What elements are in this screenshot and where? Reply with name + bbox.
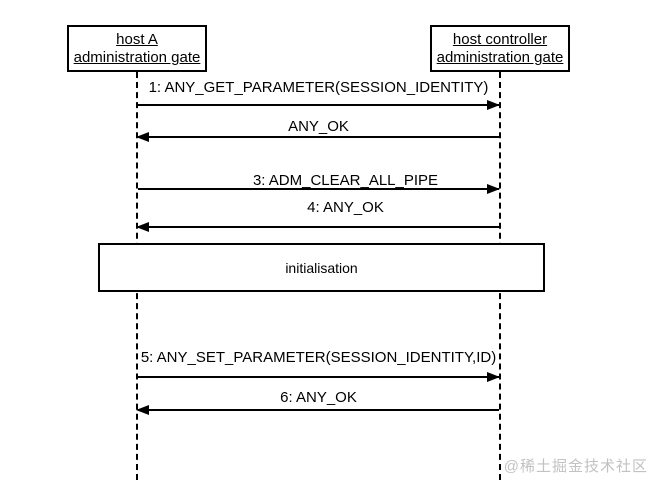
actor-host-controller-role: administration gate (436, 49, 564, 66)
message-2-arrowhead-icon (136, 132, 149, 142)
message-2-arrow (138, 136, 499, 138)
message-5-arrowhead-icon (487, 372, 500, 382)
watermark-text: @稀土掘金技术社区 (503, 458, 648, 475)
message-1-label: 1: ANY_GET_PARAMETER(SESSION_IDENTITY) (148, 79, 489, 96)
message-2-label: ANY_OK (288, 118, 349, 135)
message-1-arrow (138, 104, 499, 106)
actor-host-a-role: administration gate (73, 49, 201, 66)
actor-host-controller: host controller administration gate (430, 25, 570, 72)
actor-host-a-name: host A (116, 31, 158, 48)
message-6-label: 6: ANY_OK (280, 389, 357, 406)
message-3-arrowhead-icon (487, 184, 500, 194)
actor-host-a: host A administration gate (67, 25, 207, 72)
message-3-label: 3: ADM_CLEAR_ALL_PIPE (252, 172, 439, 189)
message-1-arrowhead-icon (487, 100, 500, 110)
message-5-label: 5: ANY_SET_PARAMETER(SESSION_IDENTITY,ID… (140, 349, 497, 366)
message-5-arrow (138, 376, 499, 378)
actor-host-controller-name: host controller (452, 31, 548, 48)
message-4-arrow (138, 226, 499, 228)
message-3-arrow (138, 188, 499, 190)
message-6-arrowhead-icon (136, 405, 149, 415)
initialisation-frame-label: initialisation (285, 259, 358, 276)
message-4-label: 4: ANY_OK (307, 199, 384, 216)
initialisation-frame: initialisation (98, 243, 545, 292)
message-6-arrow (138, 409, 499, 411)
message-4-arrowhead-icon (136, 222, 149, 232)
